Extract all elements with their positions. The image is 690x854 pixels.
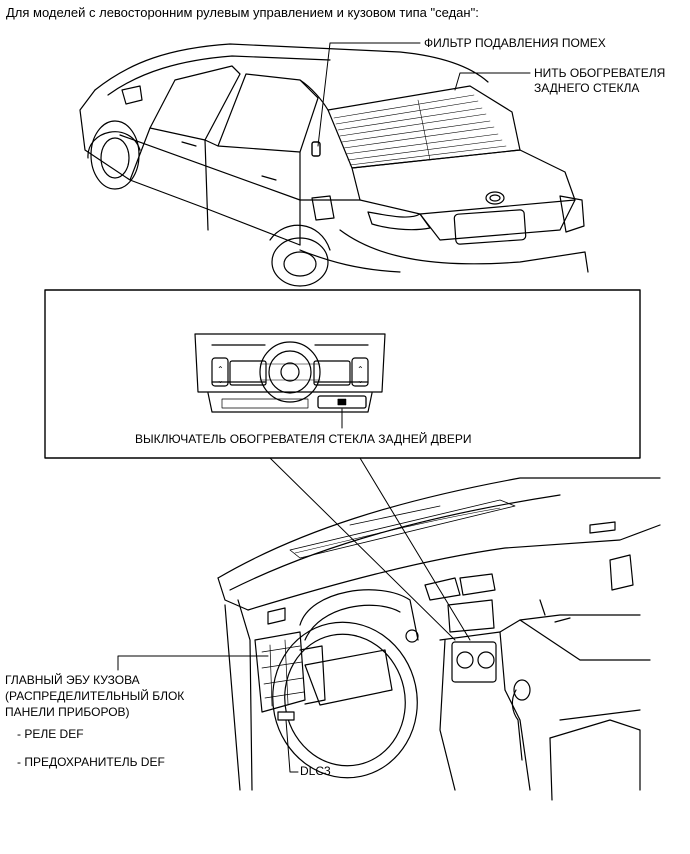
main-ecu-label-line1: ГЛАВНЫЙ ЭБУ КУЗОВА xyxy=(5,673,140,687)
dlc3-leader xyxy=(285,719,299,773)
svg-text:⌃: ⌃ xyxy=(217,365,224,374)
page-title: Для моделей с левосторонним рулевым упра… xyxy=(6,5,479,20)
def-fuse-label: - ПРЕДОХРАНИТЕЛЬ DEF xyxy=(17,755,165,769)
sedan-car-drawing xyxy=(79,43,589,287)
heater-leader xyxy=(454,72,531,91)
ecu-leader xyxy=(117,655,269,671)
noise-filter-label: ФИЛЬТР ПОДАВЛЕНИЯ ПОМЕХ xyxy=(424,36,606,50)
main-ecu-label-line3: ПАНЕЛИ ПРИБОРОВ) xyxy=(5,705,130,719)
svg-text:⌄: ⌄ xyxy=(217,376,224,385)
rear-window-heater-grid xyxy=(333,94,507,166)
dlc3-label: DLC3 xyxy=(300,764,331,778)
def-relay-label: - РЕЛЕ DEF xyxy=(17,727,84,741)
rear-heater-label-line2: ЗАДНЕГО СТЕКЛА xyxy=(534,81,640,95)
climate-control-panel: ⌃ ⌄ ⌃ ⌄ xyxy=(194,333,386,413)
rear-heater-label-line1: НИТЬ ОБОГРЕВАТЕЛЯ xyxy=(534,66,666,80)
noise-filter-leader xyxy=(317,42,421,147)
svg-text:⌃: ⌃ xyxy=(357,365,364,374)
main-ecu-label-line2: (РАСПРЕДЕЛИТЕЛЬНЫЙ БЛОК xyxy=(5,689,185,703)
svg-text:⌄: ⌄ xyxy=(357,376,364,385)
dashboard-interior-drawing xyxy=(217,477,661,801)
defogger-switch-label: ВЫКЛЮЧАТЕЛЬ ОБОГРЕВАТЕЛЯ СТЕКЛА ЗАДНЕЙ Д… xyxy=(135,432,472,446)
detail-callout-box xyxy=(44,289,641,459)
